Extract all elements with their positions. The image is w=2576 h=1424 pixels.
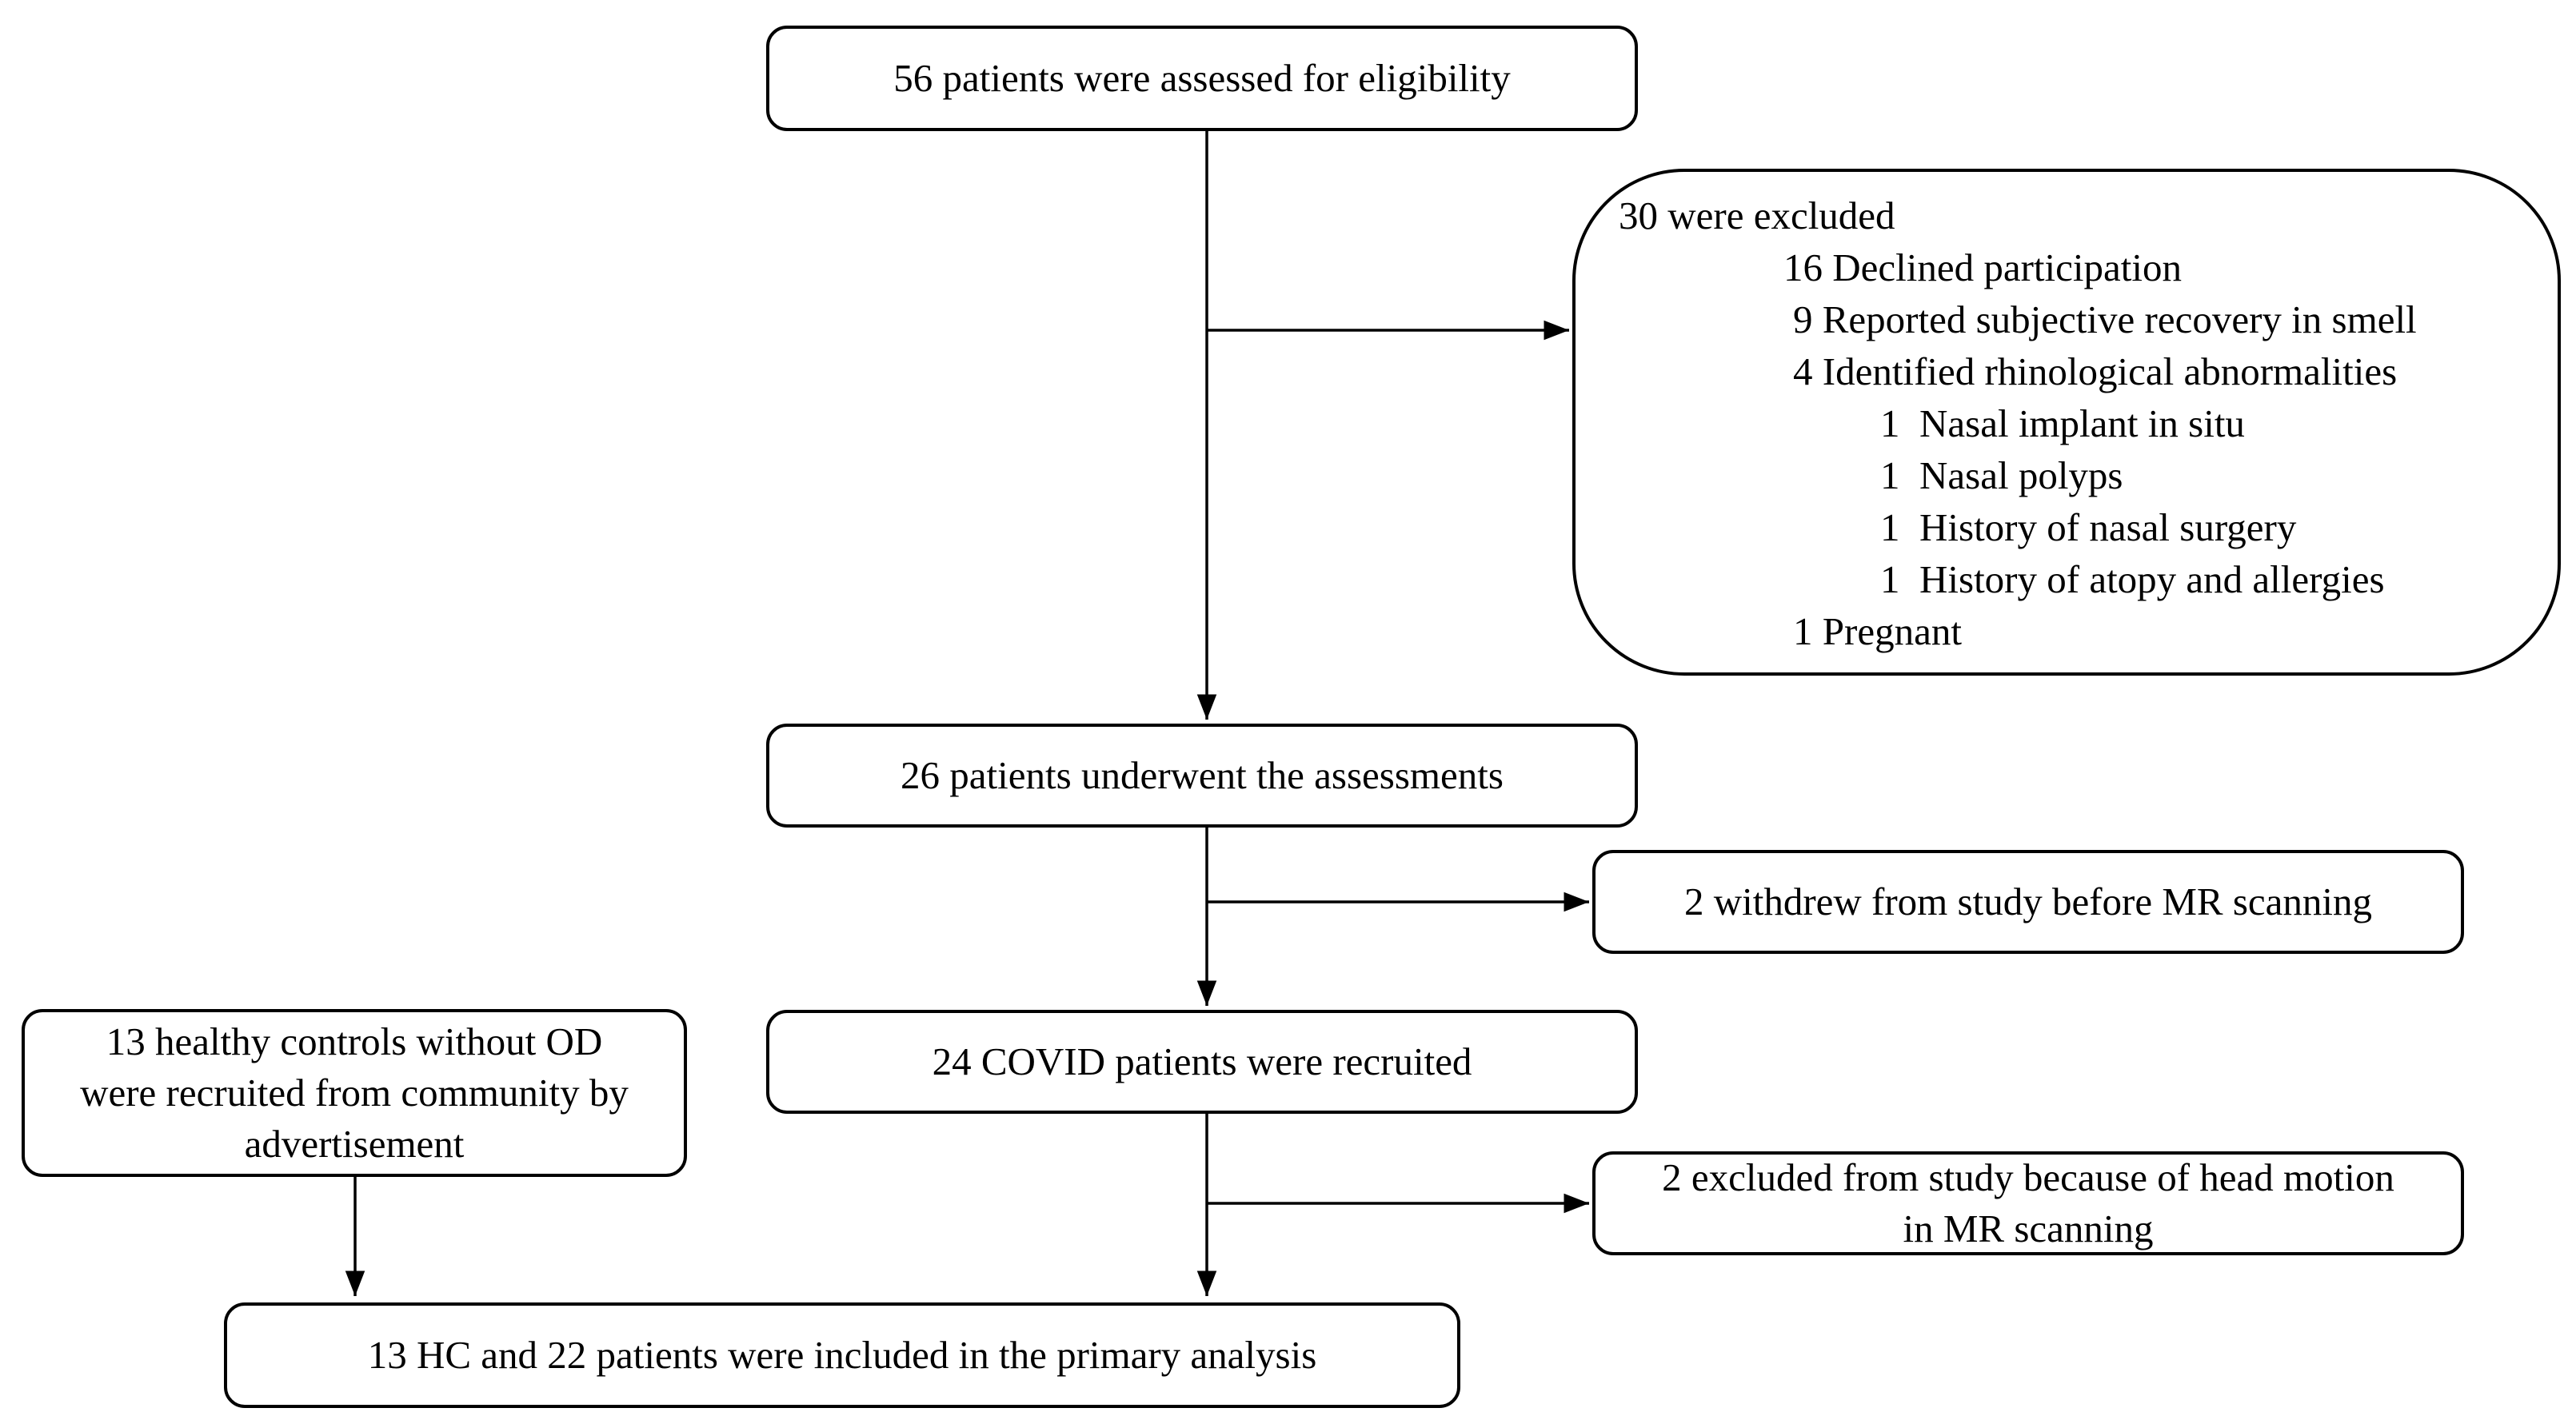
underwent-text: 26 patients underwent the assessments bbox=[901, 753, 1504, 797]
excluded-surgery: 1 History of nasal surgery bbox=[1880, 505, 2297, 549]
controls-line-3: advertisement bbox=[244, 1122, 465, 1166]
final-box: 13 HC and 22 patients were included in t… bbox=[224, 1302, 1460, 1408]
final-text: 13 HC and 22 patients were included in t… bbox=[367, 1333, 1317, 1377]
excluded-polyps: 1 Nasal polyps bbox=[1880, 453, 2123, 497]
excluded-recovered: 9 Reported subjective recovery in smell bbox=[1793, 297, 2417, 341]
head-motion-box: 2 excluded from study because of head mo… bbox=[1592, 1151, 2464, 1255]
controls-line-1: 13 healthy controls without OD bbox=[106, 1019, 603, 1063]
withdrew-text: 2 withdrew from study before MR scanning bbox=[1683, 880, 2373, 923]
excluded-box: 30 were excluded 16 Declined participati… bbox=[1572, 169, 2561, 676]
recruited-text: 24 COVID patients were recruited bbox=[932, 1039, 1472, 1083]
excluded-declined: 16 Declined participation bbox=[1783, 245, 2182, 289]
head-motion-line-2: in MR scanning bbox=[1903, 1207, 2154, 1250]
excluded-heading: 30 were excluded bbox=[1619, 193, 1895, 237]
controls-box: 13 healthy controls without OD were recr… bbox=[22, 1009, 687, 1177]
head-motion-line-1: 2 excluded from study because of head mo… bbox=[1662, 1155, 2394, 1199]
excluded-implant: 1 Nasal implant in situ bbox=[1880, 401, 2245, 445]
excluded-atopy: 1 History of atopy and allergies bbox=[1880, 557, 2385, 601]
assessed-box: 56 patients were assessed for eligibilit… bbox=[766, 26, 1638, 131]
underwent-box: 26 patients underwent the assessments bbox=[766, 724, 1638, 828]
assessed-text: 56 patients were assessed for eligibilit… bbox=[893, 56, 1511, 100]
recruited-box: 24 COVID patients were recruited bbox=[766, 1010, 1638, 1114]
withdrew-box: 2 withdrew from study before MR scanning bbox=[1592, 850, 2464, 954]
controls-line-2: were recruited from community by bbox=[80, 1071, 629, 1115]
excluded-rhinological: 4 Identified rhinological abnormalities bbox=[1793, 349, 2398, 393]
excluded-pregnant: 1 Pregnant bbox=[1793, 609, 1962, 653]
